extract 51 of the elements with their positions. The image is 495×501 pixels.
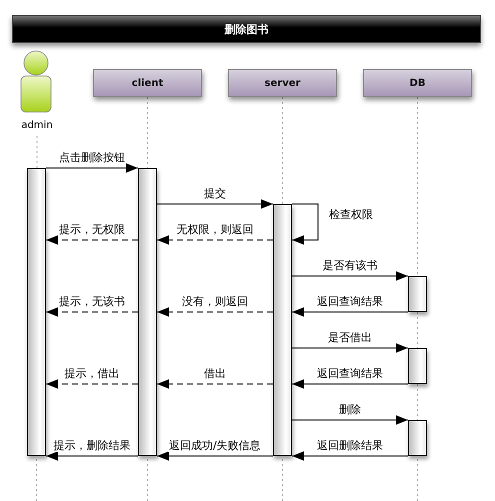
message-arrow [292,343,408,353]
message-arrow [46,163,138,173]
message-arrow [156,451,274,461]
message-label: 返回成功/失败信息 [168,439,262,452]
participant-box: client [93,69,202,97]
message-label: 提交 [203,187,227,200]
lifeline [417,96,418,276]
message-label: 返回查询结果 [316,367,384,380]
activation-bar [408,276,427,312]
message-label: 提示，借出 [64,367,120,380]
message-arrow [292,307,408,317]
lifeline [417,384,418,420]
activation-bar [408,420,427,456]
message-label: 返回查询结果 [316,295,384,308]
message-arrow [292,415,408,425]
activation-bar [273,204,292,456]
message-arrow [292,204,318,245]
title-bar: 删除图书 [12,15,481,43]
message-arrow [156,379,274,389]
message-arrow [156,235,274,245]
lifeline [282,96,283,204]
message-label: 提示，无该书 [58,295,126,308]
activation-bar [408,348,427,384]
lifeline [36,136,38,168]
message-arrow [156,307,274,317]
participant-box: DB [363,69,472,97]
participant-box: server [228,69,337,97]
lifeline [417,312,418,348]
message-arrow [292,379,408,389]
message-label: 是否借出 [327,331,373,344]
message-label: 是否有该书 [322,259,378,272]
message-label: 返回删除结果 [316,439,384,452]
message-arrow [292,271,408,281]
activation-bar [138,168,157,456]
message-label: 借出 [203,367,227,380]
message-arrow [46,235,138,245]
message-label: 提示，无权限 [58,223,126,236]
message-arrow [292,451,408,461]
activation-bar [27,168,46,456]
message-arrow [46,451,138,461]
message-arrow [156,199,274,209]
lifeline [147,96,148,168]
message-label: 删除 [338,403,362,416]
actor-name: admin [20,120,54,131]
message-arrow [46,379,138,389]
message-label: 无权限，则返回 [176,223,254,236]
message-arrow [46,307,138,317]
message-label: 点击删除按钮 [58,151,126,164]
message-label: 提示，删除结果 [52,439,132,452]
message-label: 检查权限 [328,208,374,221]
message-label: 没有，则返回 [181,295,249,308]
